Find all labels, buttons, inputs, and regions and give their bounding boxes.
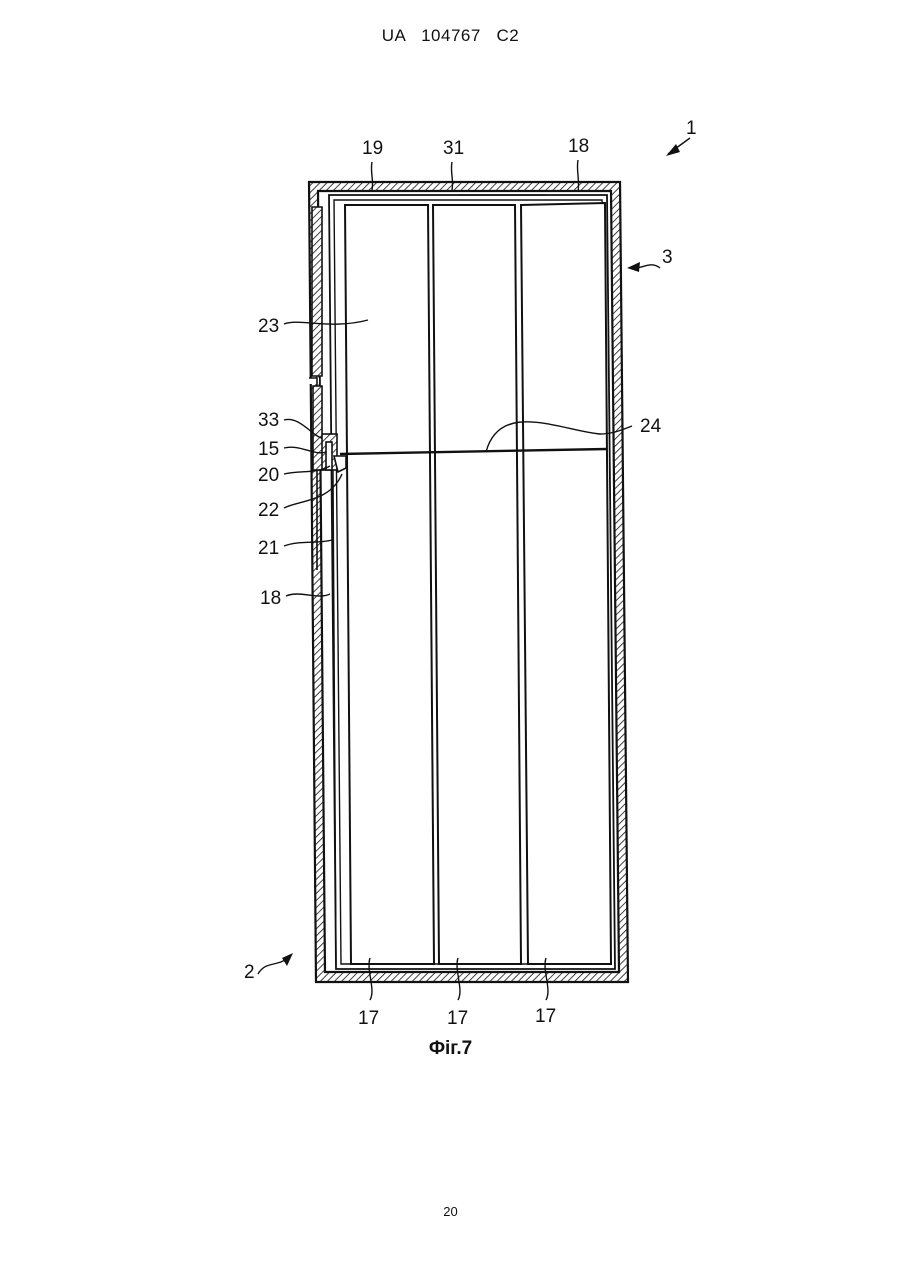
ref-label-31: 31 [443, 138, 464, 159]
cell-right [521, 203, 611, 964]
ref-label-20: 20 [258, 465, 279, 486]
ref-label-18-top: 18 [568, 136, 589, 157]
ref-label-2: 2 [244, 962, 255, 983]
ref-label-17-middle: 17 [447, 1008, 468, 1029]
ref-label-17-left: 17 [358, 1008, 379, 1029]
ref-label-1: 1 [686, 118, 697, 139]
cell-columns [345, 203, 611, 964]
ref-label-24: 24 [640, 416, 662, 437]
ref-label-33: 33 [258, 410, 279, 431]
ref-label-15: 15 [258, 439, 279, 460]
figure-caption: Фіг.7 [0, 1038, 901, 1060]
ref-label-23: 23 [258, 316, 279, 337]
cell-left [345, 205, 434, 964]
ref-label-3: 3 [662, 247, 673, 268]
ref-label-22: 22 [258, 500, 279, 521]
ref-label-21: 21 [258, 538, 279, 559]
cell-middle [433, 205, 521, 964]
page-number: 20 [0, 1204, 901, 1219]
ref-label-19: 19 [362, 138, 383, 159]
ref-label-18-left: 18 [260, 588, 281, 609]
ref-label-17-right: 17 [535, 1006, 556, 1027]
